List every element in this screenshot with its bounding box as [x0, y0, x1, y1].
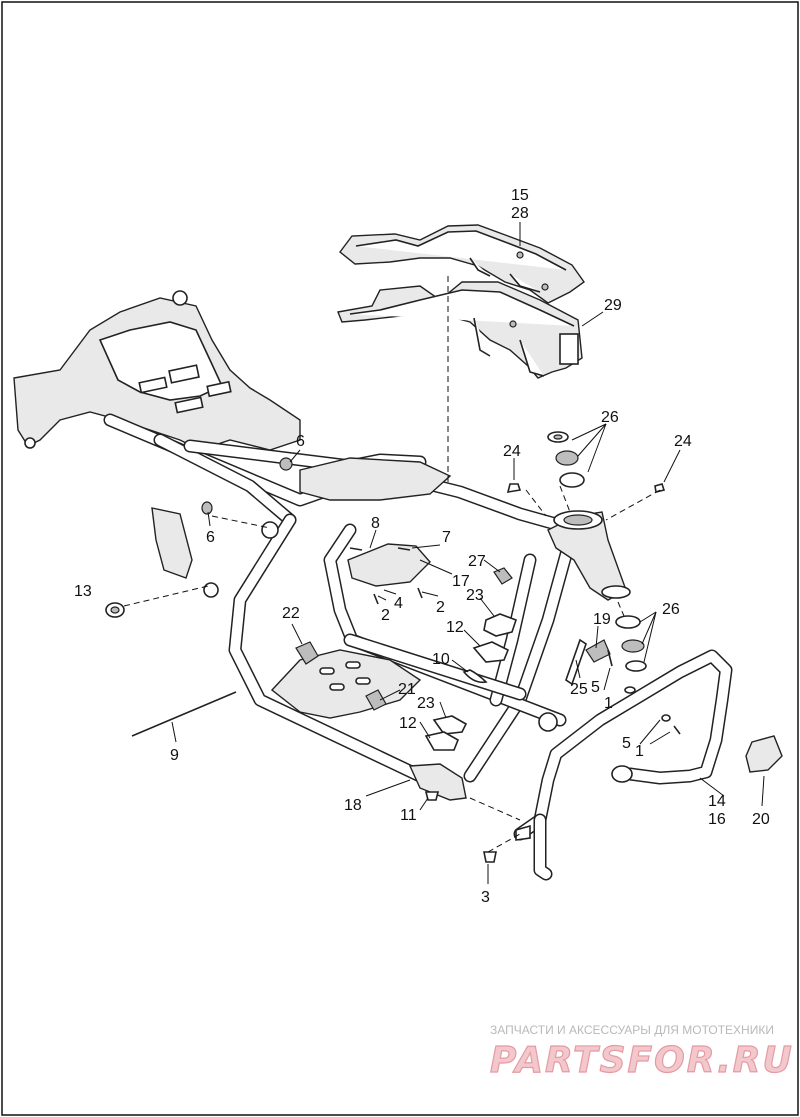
small-parts: [105, 431, 681, 863]
guard-bracket: [745, 735, 783, 773]
callout-19: 19: [593, 611, 611, 628]
callout-15: 15: [511, 187, 529, 204]
upper-frame-cover: [339, 224, 585, 304]
callout-12-lower: 12: [399, 715, 417, 732]
leader-lines: [123, 222, 765, 884]
callout-10: 10: [432, 651, 450, 668]
callout-3: 3: [481, 889, 490, 906]
callout-12-upper: 12: [446, 619, 464, 636]
callout-18: 18: [344, 797, 362, 814]
callout-25: 25: [570, 681, 588, 698]
callout-1-upper: 1: [604, 695, 613, 712]
callout-9: 9: [170, 747, 179, 764]
callout-11: 11: [400, 807, 417, 824]
callout-1-lower: 1: [635, 743, 644, 760]
watermark-logo: PARTSFOR.RU: [490, 1040, 794, 1081]
callout-14: 14: [708, 793, 726, 810]
watermark-tagline: ЗАПЧАСТИ И АКСЕССУАРЫ ДЛЯ МОТОТЕХНИКИ: [490, 1023, 774, 1037]
callout-6-lower: 6: [206, 529, 215, 546]
callout-24-left: 24: [503, 443, 521, 460]
callout-17: 17: [452, 573, 470, 590]
callout-26-top: 26: [601, 409, 619, 426]
callout-7: 7: [442, 529, 451, 546]
callout-26-lower: 26: [662, 601, 680, 618]
motorcycle-frame: [13, 290, 631, 801]
callout-2-left: 2: [381, 607, 390, 624]
callout-16: 16: [708, 811, 726, 828]
callout-5-lower: 5: [622, 735, 631, 752]
callout-27: 27: [468, 553, 486, 570]
callout-labels: 15 28 29 26 24 24 6 6 8 7 17 4 2 2 13 27…: [74, 187, 770, 906]
callout-8: 8: [371, 515, 380, 532]
callout-5-upper: 5: [591, 679, 600, 696]
callout-22: 22: [282, 605, 300, 622]
callout-20: 20: [752, 811, 770, 828]
callout-29: 29: [604, 297, 622, 314]
callout-21: 21: [398, 681, 416, 698]
callout-6-upper: 6: [296, 433, 305, 450]
callout-13: 13: [74, 583, 92, 600]
frame-cover-bracket: [337, 281, 583, 379]
callout-28: 28: [511, 205, 529, 222]
callout-24-right: 24: [674, 433, 692, 450]
callout-23-lower: 23: [417, 695, 435, 712]
callout-23-upper: 23: [466, 587, 484, 604]
callout-2-right: 2: [436, 599, 445, 616]
callout-4: 4: [394, 595, 403, 612]
watermark: ЗАПЧАСТИ И АКСЕССУАРЫ ДЛЯ МОТОТЕХНИКИ PA…: [489, 1023, 794, 1082]
engine-guard: [513, 649, 733, 881]
